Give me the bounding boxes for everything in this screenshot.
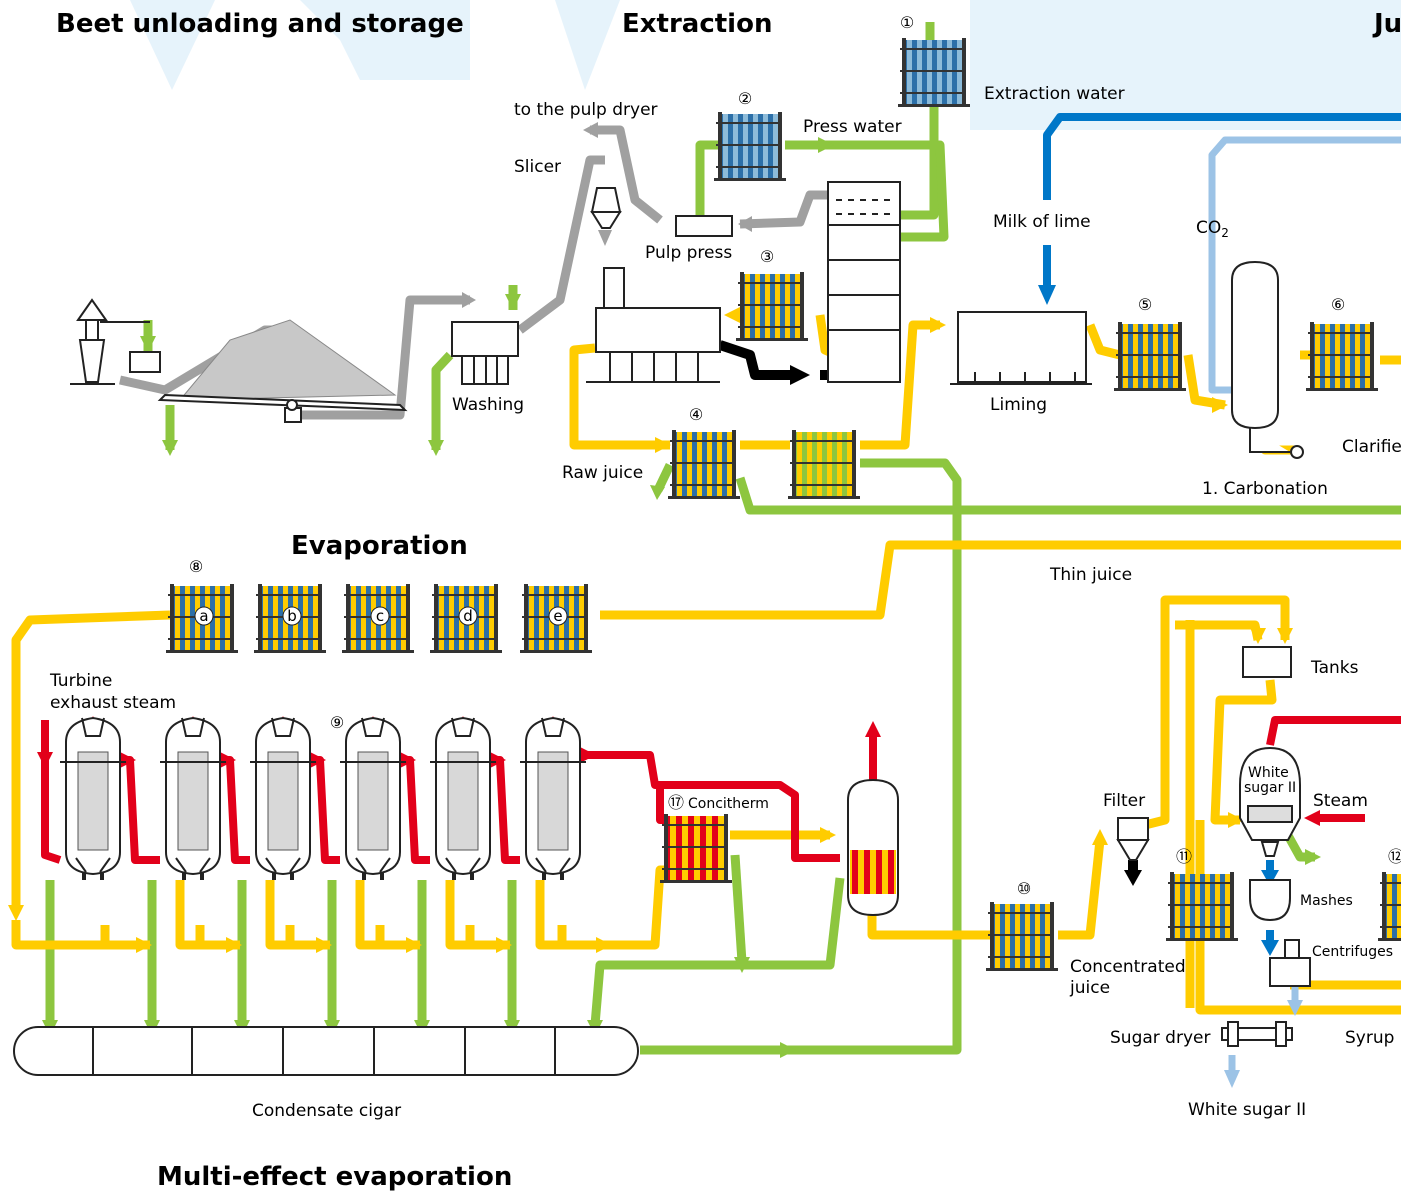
evaporator-4 [339,717,407,881]
label-white-sugar-2: sugar II [1244,780,1296,796]
label-juice: juice [1069,978,1110,998]
washing-machine [451,321,519,385]
label-white-sugar-output: White sugar II [1188,1100,1306,1120]
badge-d: d [463,607,473,625]
condensate-cigar [13,1026,639,1076]
marker-4: ④ [689,405,703,424]
centrifuge [1269,939,1311,987]
marker-3: ③ [760,247,774,266]
title-extraction: Extraction [622,9,772,39]
evaporator-6 [519,717,587,881]
label-carbonation: 1. Carbonation [1202,479,1328,499]
label-extraction-water: Extraction water [984,84,1125,104]
marker-10: ⑩ [1017,879,1031,898]
marker-8: ⑧ [189,557,203,576]
extraction-tower [827,181,901,383]
label-exhaust-steam: exhaust steam [50,693,176,713]
storage-tanks [1242,646,1292,678]
heat-exchanger-3 [736,272,808,341]
label-washing: Washing [452,395,524,415]
evaporator-5 [429,717,497,881]
heat-exchanger-5 [1114,322,1186,391]
label-co2-sub: 2 [1221,226,1229,240]
label-co2: CO2 [1196,218,1229,240]
heat-exchanger-1 [898,38,970,107]
white-sugar-crystallizer [1239,746,1301,857]
marker-5: ⑤ [1138,295,1152,314]
number-markers: ① ② ③ ④ ⑤ ⑥ ⑧ ⑨ ⑩ ⑪ ⑫ ⑰ [189,13,1401,898]
water-green-pipes [45,22,1401,1055]
extraction-diffuser [586,267,721,383]
label-steam: Steam [1313,791,1368,811]
label-sugar-dryer: Sugar dryer [1110,1028,1210,1048]
beet-storage-pile [157,319,408,423]
label-turbine: Turbine [49,671,112,691]
title-beet-unloading: Beet unloading and storage [56,9,464,39]
title-evaporation: Evaporation [291,531,468,561]
label-concitherm: Concitherm [688,796,769,812]
marker-2: ② [738,89,752,108]
marker-17: ⑰ [668,793,684,812]
label-white-sugar-1: White [1248,765,1289,781]
process-labels: Extraction water Press water to the pulp… [49,84,1401,1121]
label-raw-juice: Raw juice [562,463,643,483]
label-filter: Filter [1103,791,1145,811]
title-multi-effect-evaporation: Multi-effect evaporation [157,1162,512,1192]
label-pulp-dryer: to the pulp dryer [514,100,658,120]
label-mashes: Mashes [1300,893,1353,909]
vapour-separator [847,778,899,917]
marker-6: ⑥ [1331,295,1345,314]
label-syrup: Syrup [1345,1028,1394,1048]
heat-exchanger-10 [986,902,1058,971]
label-condensate-cigar: Condensate cigar [252,1101,401,1121]
label-pulp-press: Pulp press [645,243,732,263]
heat-exchanger-4b [788,430,860,499]
badge-c: c [376,607,384,625]
slicer-machine [590,187,622,229]
heat-exchanger-17-concitherm [660,814,732,883]
label-centrifuges: Centrifuges [1312,944,1393,960]
badge-a: a [199,607,208,625]
marker-1: ① [900,13,914,32]
marker-9: ⑨ [330,713,344,732]
heat-exchanger-12 [1378,872,1401,941]
pulp-press [675,215,733,237]
carbonation-vessel [1231,260,1304,459]
evaporator-2 [159,717,227,881]
evaporator-3 [249,717,317,881]
heat-exchanger-6 [1306,322,1378,391]
pulp-black-pipes [718,340,1138,875]
background-watermark [130,0,1401,130]
label-liming: Liming [990,395,1047,415]
heat-exchanger-11 [1166,872,1238,941]
label-thin-juice: Thin juice [1049,565,1132,585]
liming-tank [950,311,1092,385]
label-slicer: Slicer [514,157,561,177]
heat-exchanger-4a [668,430,740,499]
title-juice-purification: Ju [1372,9,1401,39]
juice-filter [1116,817,1150,861]
badge-b: b [287,607,297,625]
marker-11: ⑪ [1176,847,1192,866]
badge-e: e [553,607,562,625]
label-co2-main: CO [1196,218,1221,238]
evaporator-1 [59,717,127,881]
heat-exchanger-2 [714,112,786,181]
mashes-vessel [1249,879,1291,922]
sugar-dryer [1221,1021,1293,1047]
effect-badges: a b c d e [194,606,568,626]
label-tanks: Tanks [1310,658,1359,678]
flow-arrow-heads [8,0,1321,1088]
label-milk-of-lime: Milk of lime [993,212,1091,232]
label-concentrated: Concentrated [1070,957,1186,977]
label-clarifier: Clarifie [1342,437,1401,457]
beet-unloading-tower [70,298,161,385]
marker-12: ⑫ [1388,847,1401,866]
label-press-water: Press water [803,117,902,137]
